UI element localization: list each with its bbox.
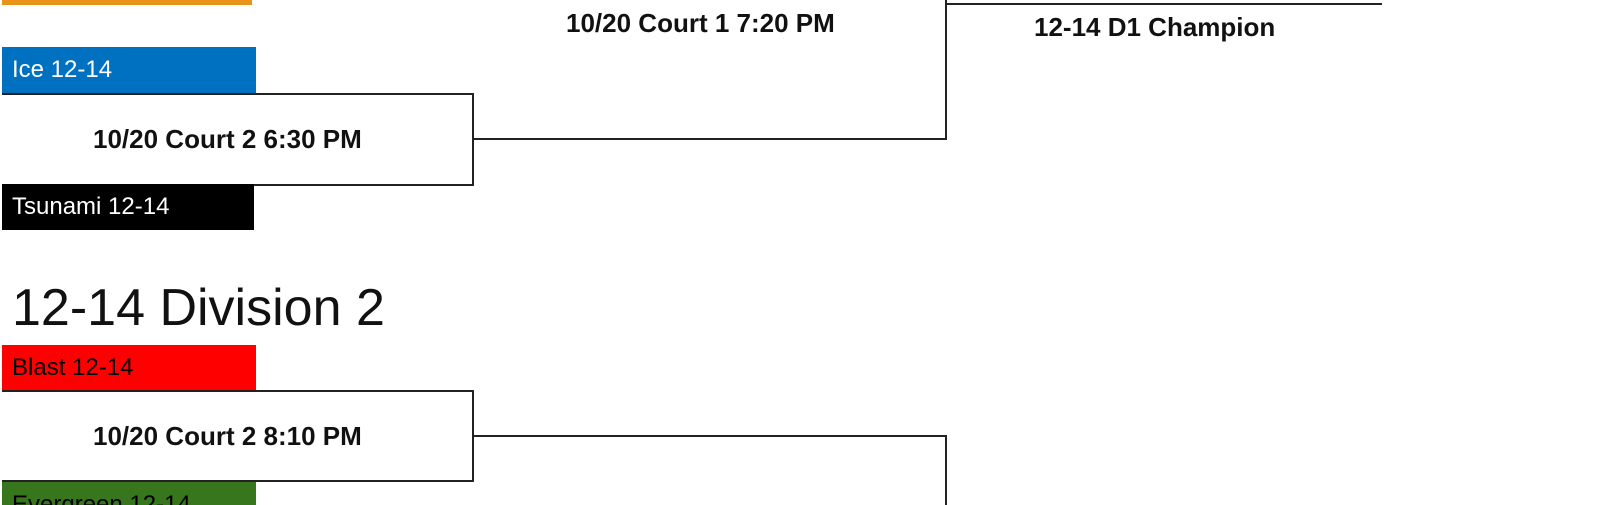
- champion-label: 12-14 D1 Champion: [1034, 12, 1276, 42]
- team-slot-blast[interactable]: Blast 12-14: [2, 345, 256, 391]
- team-name: Blast 12-14: [12, 354, 134, 381]
- match-box-top: [2, 390, 474, 392]
- match-label-d2: 10/20 Court 2 8:10 PM: [93, 421, 362, 451]
- final-connector-vertical: [945, 435, 947, 505]
- match-connector: [472, 435, 947, 437]
- final-connector-vertical: [945, 0, 947, 140]
- match-box-bottom: [2, 480, 474, 482]
- division-2-title: 12-14 Division 2: [12, 279, 385, 337]
- team-name: Ice 12-14: [12, 56, 113, 83]
- team-slot-evergreen[interactable]: Evergreen 12-14: [2, 482, 256, 505]
- team-slot-ice[interactable]: Ice 12-14: [2, 47, 256, 93]
- match-box-top: [2, 93, 474, 95]
- team-name: Evergreen 12-14: [12, 491, 191, 505]
- final-match-label: 10/20 Court 1 7:20 PM: [566, 8, 835, 38]
- match-connector: [472, 138, 947, 140]
- champion-line: [947, 3, 1382, 5]
- team-slot-tsunami[interactable]: Tsunami 12-14: [2, 184, 254, 230]
- team-name: Tsunami 12-14: [12, 193, 170, 220]
- match-label-d1: 10/20 Court 2 6:30 PM: [93, 124, 362, 154]
- top-team-bar: [2, 0, 252, 5]
